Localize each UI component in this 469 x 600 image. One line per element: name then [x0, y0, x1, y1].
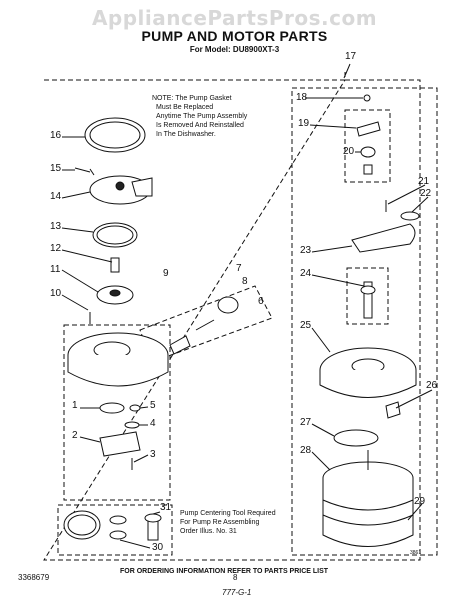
ordering-info-footer: FOR ORDERING INFORMATION REFER TO PARTS …	[120, 568, 329, 575]
part-23-plate	[351, 223, 416, 253]
model-subtitle: For Model: DU8900XT-3	[189, 45, 280, 54]
callout-18[interactable]: 18	[296, 92, 308, 103]
callout-17[interactable]: 17	[345, 51, 357, 62]
callout-27[interactable]: 27	[300, 417, 312, 428]
note-line: In The Dishwasher.	[156, 131, 216, 138]
note-line: Pump Centering Tool Required	[180, 510, 276, 517]
callout-4[interactable]: 4	[150, 418, 156, 429]
pump-frame	[63, 324, 171, 501]
motor-frame	[291, 87, 438, 556]
pump-gasket-note: NOTE: The Pump Gasket Must Be Replaced A…	[152, 94, 292, 139]
page-id: 777-G-1	[222, 588, 252, 597]
callout-13[interactable]: 13	[50, 221, 62, 232]
figure-id: 3861	[410, 550, 422, 556]
kit-frame	[57, 504, 173, 556]
callout-9[interactable]: 9	[163, 268, 169, 279]
callout-31[interactable]: 31	[160, 502, 172, 513]
part-19-bracket	[356, 121, 381, 137]
callout-3[interactable]: 3	[150, 449, 156, 460]
callout-28[interactable]: 28	[300, 445, 312, 456]
document-number: 3368679	[18, 573, 50, 582]
note-line: Must Be Replaced	[156, 104, 214, 111]
callout-11[interactable]: 11	[50, 264, 61, 275]
centering-tool-note: Pump Centering Tool Required For Pump Re…	[180, 509, 310, 536]
part-1-spacer	[99, 402, 125, 414]
part-20-spring	[360, 146, 376, 158]
callout-10[interactable]: 10	[50, 288, 62, 299]
callout-8[interactable]: 8	[242, 276, 248, 287]
callout-7[interactable]: 7	[236, 263, 242, 274]
page-number: 8	[233, 573, 238, 582]
callout-26[interactable]: 26	[426, 380, 438, 391]
callout-1[interactable]: 1	[72, 400, 78, 411]
callout-19[interactable]: 19	[298, 118, 310, 129]
callout-30[interactable]: 30	[152, 542, 164, 553]
callout-12[interactable]: 12	[50, 243, 62, 254]
callout-2[interactable]: 2	[72, 430, 78, 441]
part-2-housing	[99, 431, 141, 457]
watermark: AppliancePartsPros.com	[91, 6, 378, 30]
callout-5[interactable]: 5	[150, 400, 156, 411]
callout-6[interactable]: 6	[258, 296, 264, 307]
callout-22[interactable]: 22	[420, 188, 432, 199]
part-15-screw	[74, 167, 95, 176]
callout-20[interactable]: 20	[343, 146, 355, 157]
note-line: NOTE: The Pump Gasket	[152, 95, 232, 102]
callout-21[interactable]: 21	[418, 176, 430, 187]
part-27-disc	[333, 429, 379, 447]
callout-15[interactable]: 15	[50, 163, 62, 174]
note-line: For Pump Re Assembling	[180, 519, 260, 526]
part-12-nut	[110, 257, 120, 273]
callout-16[interactable]: 16	[50, 130, 62, 141]
callout-24[interactable]: 24	[300, 268, 312, 279]
note-line: Is Removed And Reinstalled	[156, 122, 244, 129]
callout-29[interactable]: 29	[414, 496, 426, 507]
callout-25[interactable]: 25	[300, 320, 312, 331]
note-line: Order Illus. No. 31	[180, 528, 237, 535]
page-title: PUMP AND MOTOR PARTS	[141, 28, 328, 44]
callout-14[interactable]: 14	[50, 191, 62, 202]
note-line: Anytime The Pump Assembly	[156, 113, 248, 120]
callout-23[interactable]: 23	[300, 245, 312, 256]
